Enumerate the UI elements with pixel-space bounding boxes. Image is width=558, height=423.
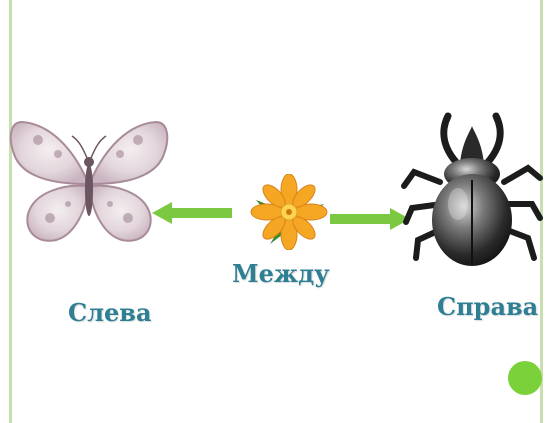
label-center: Между bbox=[232, 259, 329, 288]
arrow-left-icon bbox=[152, 200, 234, 226]
beetle-icon bbox=[400, 112, 544, 272]
flower-icon bbox=[250, 174, 328, 250]
arrow-right-icon bbox=[330, 206, 410, 232]
bullet-dot-icon bbox=[508, 361, 542, 395]
label-right: Справа bbox=[437, 292, 538, 321]
butterfly-icon bbox=[8, 118, 170, 246]
label-left: Слева bbox=[68, 298, 152, 327]
